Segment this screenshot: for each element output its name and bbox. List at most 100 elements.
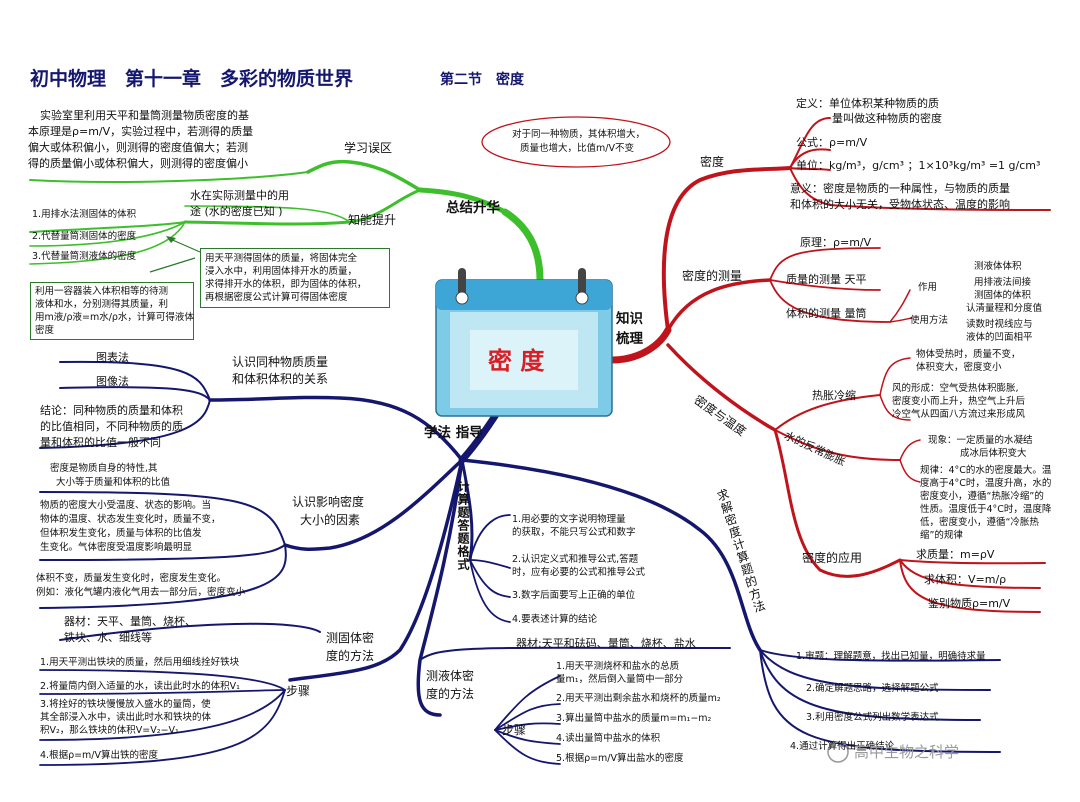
solid-steps-label: 步骤 xyxy=(286,684,311,698)
navy-liquid-equip xyxy=(419,646,731,661)
navy-liquid-s3 xyxy=(494,722,561,731)
study-error-l1: 实验室里利用天平和量筒测量物质密度的基 xyxy=(40,109,249,122)
relation-concl-l3: 量和体积的比值一般不同 xyxy=(40,436,161,449)
ellipse-note-shape xyxy=(481,116,671,168)
water-label-l2: 途 (水的密度已知 ) xyxy=(190,205,283,218)
green-items-line3 xyxy=(29,221,186,265)
note-liquid-l2: 液体和水，分别测得其质量，利 xyxy=(35,299,169,310)
note-solid-l2: 浸入水中，利用固体排开水的质量， xyxy=(205,266,358,277)
green-to-ability xyxy=(183,188,422,226)
density-def-l1: 定义：单位体积某种物质的质 xyxy=(796,97,939,110)
measure-method-2: 读数时视线应与 xyxy=(966,319,1033,330)
temp-exp-1: 物体受热时，质量不变， xyxy=(916,349,1021,360)
navy-factor-1 xyxy=(39,491,286,546)
green-error-under xyxy=(29,171,309,183)
green-trunk-2 xyxy=(417,187,508,215)
density-mean-l1: 意义：密度是物质的一种属性，与物质的质量 xyxy=(790,182,1010,195)
red-exp-bracket xyxy=(879,357,911,396)
branch-method-label: 学法 指导 xyxy=(424,425,483,441)
study-error-l2: 本原理是ρ=m/V，实验过程中，若测得的质量 xyxy=(28,125,254,138)
navy-cm-2 xyxy=(759,649,991,691)
ability-label: 知能提升 xyxy=(348,213,397,227)
temp-exp-3: 风的形成：空气受热体积膨胀, xyxy=(892,383,1019,394)
note-solid-l3: 求得排开水的体积，即为固体的体积， xyxy=(205,279,367,290)
navy-liquid-s2 xyxy=(494,703,561,731)
red-anom-bracket2 xyxy=(899,459,921,483)
note-solid-l4: 再根据密度公式计算可得固体密度 xyxy=(205,292,348,303)
temp-rule-2: 度高于4°C时，温度升高，水的 xyxy=(920,478,1052,489)
navy-factor-2 xyxy=(39,544,286,561)
note-liquid-box: 利用一容器装入体积相等的待测 液体和水，分别测得其质量，利 用m液/ρ液=m水/… xyxy=(30,282,194,340)
navy-solid-equip xyxy=(59,622,321,641)
study-error-l3: 偏大或体积偏小，则测得的密度值偏大；若测 xyxy=(28,141,248,154)
note-liquid-l4: 密度 xyxy=(35,325,55,336)
measure-use-1: 测液体体积 xyxy=(974,261,1022,272)
density-formula: 公式：ρ=m/V xyxy=(796,136,868,149)
navy-liquid-s4 xyxy=(494,729,561,745)
note-solid-box: 用天平测得固体的质量，将固体完全 浸入水中，利用固体排开水的质量， 求得排开水的… xyxy=(200,248,390,308)
temp-exp-4: 密度变小而上升，热空气上升后 xyxy=(892,396,1026,407)
factor2-l1: 物质的密度大小受温度、状态的影响。当 xyxy=(40,500,212,511)
red-trunk xyxy=(608,326,672,364)
branch-knowledge-l2: 梳理 xyxy=(616,331,643,347)
navy-cm-3 xyxy=(759,649,981,721)
watermark-icon xyxy=(827,741,849,763)
red-measure-mass xyxy=(769,279,881,291)
green-water-under xyxy=(184,205,351,223)
red-measure-volume xyxy=(769,279,891,323)
navy-cm-4 xyxy=(759,649,1001,753)
green-trunk xyxy=(501,208,544,284)
navy-solid-s2 xyxy=(39,689,286,695)
liquid-step-1-l1: 1.用天平测烧杯和盐水的总质 xyxy=(556,661,680,672)
measure-principle: 原理：ρ=m/V xyxy=(800,236,872,249)
temp-expansion: 热胀冷缩 xyxy=(812,389,856,402)
navy-to-calc-method xyxy=(460,458,762,652)
liquid-step-3: 3.算出量筒中盐水的质量m=m₁−m₂ xyxy=(556,713,712,724)
factor2-l4: 生变化。气体密度受温度影响最明显 xyxy=(40,542,193,553)
liquid-equip: 器材:天平和砝码、量筒、烧杯、盐水 xyxy=(516,637,696,650)
factors-label-l2: 大小的因素 xyxy=(300,513,361,527)
center-calendar xyxy=(435,268,613,417)
cf-item-3: 3.数字后面要写上正确的单位 xyxy=(512,590,636,601)
factor3-l2: 例如：液化气罐内液化气用去一部分后，密度变小 xyxy=(36,587,246,598)
red-anom-bracket xyxy=(899,439,921,461)
temp-exp-2: 体积变大，密度变小 xyxy=(916,362,1002,373)
factor1-l2: 大小等于质量和体积的比值 xyxy=(56,477,171,488)
navy-cf-4 xyxy=(469,559,511,623)
navy-solid-s4 xyxy=(39,689,286,766)
factors-label-l1: 认识影响密度 xyxy=(292,495,365,509)
red-app-3 xyxy=(899,559,1041,613)
factor1-l1: 密度是物质自身的特性,其 xyxy=(50,463,158,474)
note-solid-l1: 用天平测得固体的质量，将固体完全 xyxy=(205,253,358,264)
cf-item-1-l1: 1.用必要的文字说明物理量 xyxy=(512,514,626,525)
navy-cf-3 xyxy=(469,559,511,598)
liquid-label-l1: 测液体密 xyxy=(426,669,475,683)
red-to-density xyxy=(661,166,792,332)
calc-format-label: 计算题答题格式 xyxy=(456,480,470,571)
navy-cf-1 xyxy=(469,514,511,561)
red-to-measure xyxy=(666,278,772,332)
red-to-temp xyxy=(666,343,777,432)
cf-item-2-l1: 2.认识定义式和推导公式,答题 xyxy=(512,554,639,565)
measure-use-2: 用排液法间接 xyxy=(974,277,1032,288)
note-liquid-l1: 利用一容器装入体积相等的待测 xyxy=(35,286,169,297)
red-to-app xyxy=(773,428,902,578)
measure-use-3: 测固体的体积 xyxy=(974,290,1032,301)
navy-to-relation xyxy=(208,395,464,462)
liquid-step-2: 2.用天平测出剩余盐水和烧杯的质量m₂ xyxy=(556,693,721,704)
green-items-under xyxy=(29,221,186,233)
measure-mass: 质量的测量 天平 xyxy=(786,273,867,286)
cf-item-2-l2: 时，应有必要的公式和推导公式 xyxy=(512,567,646,578)
watermark-text: 高中生物之科学 xyxy=(854,743,960,761)
measure-method-label: 使用方法 xyxy=(910,315,949,326)
temp-rule-1: 规律：4°C的水的密度最大。温 xyxy=(920,465,1052,476)
measure-method-3: 液体的凹面相平 xyxy=(966,332,1033,343)
temp-rule-6: 缩”的规律 xyxy=(920,530,963,541)
green-items-line2 xyxy=(29,221,186,247)
navy-to-factors xyxy=(283,458,464,551)
ability-item-2: 2.代替量筒测固体的密度 xyxy=(32,231,137,242)
relation-item-1: 图表法 xyxy=(96,351,129,364)
cm-item-1: 1.审题：理解题意，找出已知量，明确待求量 xyxy=(796,651,986,662)
red-measure-principle xyxy=(769,247,881,281)
